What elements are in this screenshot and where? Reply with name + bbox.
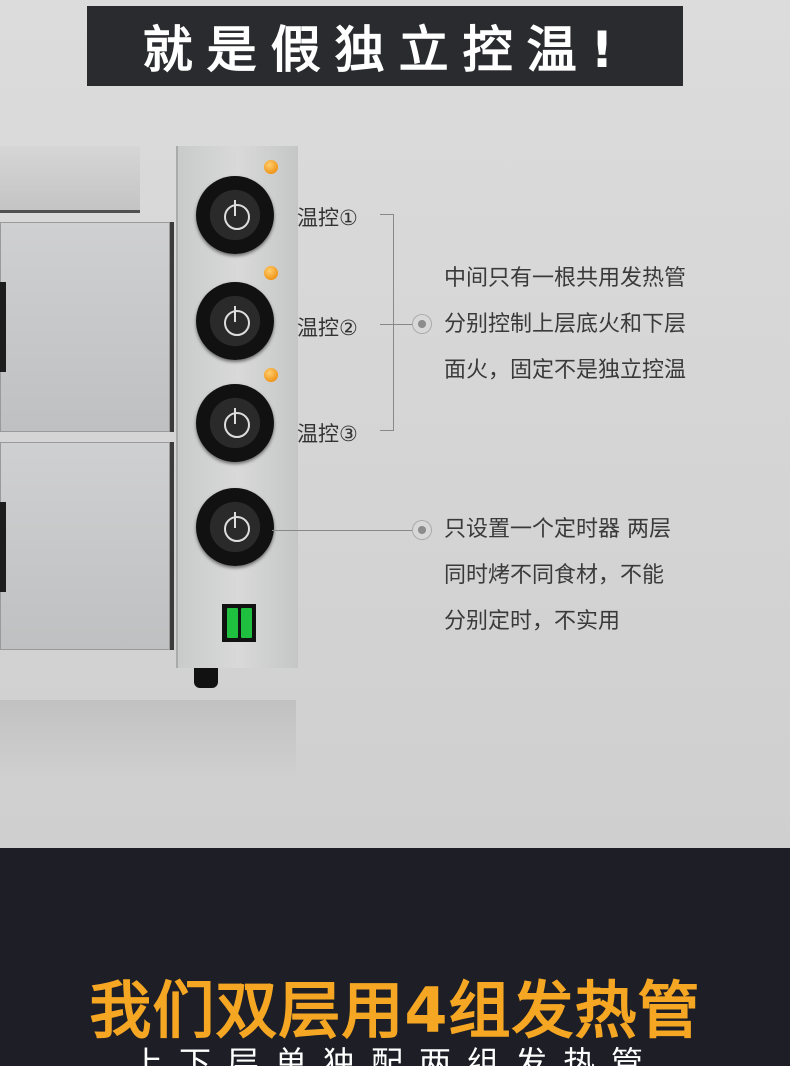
- lower-door-handle: [0, 502, 6, 592]
- bracket-top: [380, 214, 394, 215]
- bracket-bottom: [380, 430, 394, 431]
- oven-top-strip: [0, 146, 140, 213]
- banner-title: 就是假独立控温!: [87, 6, 683, 86]
- indicator-lamp-3: [264, 368, 278, 382]
- upper-door: [0, 222, 174, 432]
- callout-dot-timer: [413, 521, 431, 539]
- label-temp-3: 温控③: [297, 422, 358, 446]
- heating-note-line-3: 面火，固定不是独立控温: [444, 358, 687, 383]
- oven-reflection: [0, 700, 296, 780]
- bottom-title: 我们双层用4组发热管: [89, 974, 701, 1047]
- timer-note-line-1: 只设置一个定时器 两层: [444, 517, 671, 542]
- label-temp-2: 温控②: [297, 316, 358, 340]
- timer-note-line-3: 分别定时，不实用: [444, 609, 621, 634]
- power-switch: [222, 604, 256, 642]
- oven-illustration: [0, 146, 298, 668]
- heating-note-line-2: 分别控制上层底火和下层: [444, 312, 687, 337]
- bracket-middle: [380, 324, 414, 325]
- heating-note: 中间只有一根共用发热管 分别控制上层底火和下层 面火，固定不是独立控温: [444, 256, 686, 394]
- bottom-section: [0, 848, 790, 1066]
- bracket-vertical: [393, 214, 394, 430]
- timer-note: 只设置一个定时器 两层 同时烤不同食材，不能 分别定时，不实用: [444, 507, 671, 645]
- temp-knob-3: [196, 384, 274, 462]
- lower-door: [0, 442, 174, 650]
- oven-foot: [194, 668, 218, 688]
- indicator-lamp-2: [264, 266, 278, 280]
- bottom-subtitle: 上下层单独配两组发热管: [130, 1044, 659, 1082]
- timer-leader-line: [272, 530, 414, 531]
- label-temp-1: 温控①: [297, 206, 358, 230]
- temp-knob-1: [196, 176, 274, 254]
- indicator-lamp-1: [264, 160, 278, 174]
- callout-dot-heating: [413, 315, 431, 333]
- timer-note-line-2: 同时烤不同食材，不能: [444, 563, 665, 588]
- control-panel: [176, 146, 298, 668]
- temp-knob-2: [196, 282, 274, 360]
- timer-knob: [196, 488, 274, 566]
- heating-note-line-1: 中间只有一根共用发热管: [444, 266, 687, 291]
- upper-door-handle: [0, 282, 6, 372]
